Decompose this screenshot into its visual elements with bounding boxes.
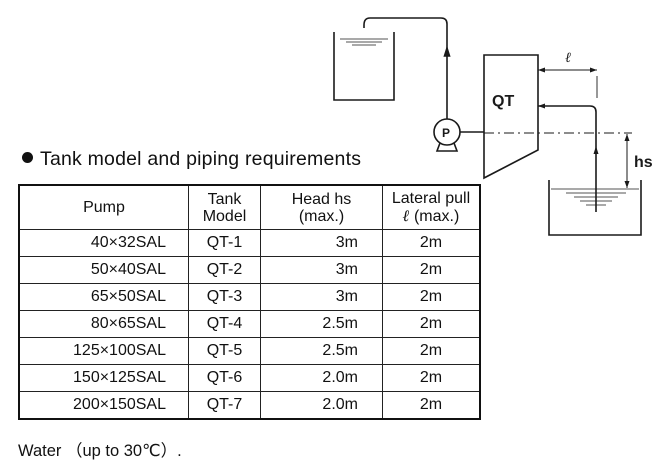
- qt-tank-body: [483, 54, 539, 180]
- cell-head: 2.5m: [260, 310, 383, 338]
- footer-note: Water （up to 30℃）.: [18, 442, 182, 460]
- cell-tank-model: QT-3: [188, 283, 261, 311]
- header-head: Head hs(max.): [260, 184, 383, 230]
- cell-head: 3m: [260, 256, 383, 284]
- cell-tank-model: QT-7: [188, 391, 261, 420]
- header-pump-text: Pump: [83, 199, 125, 216]
- cell-pump: 40×32SAL: [18, 229, 189, 257]
- cell-lateral: 2m: [382, 364, 481, 392]
- pump-label: P: [442, 126, 450, 140]
- cell-lateral: 2m: [382, 391, 481, 420]
- cell-lateral: 2m: [382, 256, 481, 284]
- header-head-line2: (max.): [298, 207, 345, 225]
- discharge-pipe: [363, 17, 448, 119]
- cell-tank-model: QT-6: [188, 364, 261, 392]
- header-lateral-symbol: ℓ: [402, 206, 410, 225]
- suction-pipe: [538, 105, 597, 212]
- cell-tank-model: QT-5: [188, 337, 261, 365]
- head-label: hs: [634, 154, 653, 171]
- cell-pump: 50×40SAL: [18, 256, 189, 284]
- discharge-tank-water-surface: [340, 38, 388, 46]
- discharge-flow-arrow: [443, 45, 451, 57]
- cell-pump: 80×65SAL: [18, 310, 189, 338]
- suction-flow-arrow: [593, 146, 599, 154]
- header-lateral-line2: (max.): [409, 208, 460, 225]
- cell-head: 3m: [260, 229, 383, 257]
- lateral-arrow-right: [590, 67, 597, 73]
- lateral-pull-label: ℓ: [565, 50, 571, 66]
- suction-inlet-arrow: [538, 103, 545, 109]
- head-arrow-bottom: [624, 181, 630, 188]
- cell-pump: 65×50SAL: [18, 283, 189, 311]
- cell-head: 2.0m: [260, 364, 383, 392]
- section-title: Tank model and piping requirements: [22, 148, 361, 171]
- header-lateral-line1: Lateral pull: [391, 190, 471, 207]
- suction-tank-water-surface: [551, 188, 639, 206]
- cell-pump: 125×100SAL: [18, 337, 189, 365]
- header-pump: Pump: [18, 184, 189, 230]
- suction-tank: [548, 180, 642, 236]
- bullet-icon: [22, 152, 33, 163]
- cell-tank-model: QT-1: [188, 229, 261, 257]
- header-head-line1: Head hs: [291, 190, 352, 208]
- cell-head: 2.0m: [260, 391, 383, 420]
- pump-base: [435, 142, 459, 152]
- cell-lateral: 2m: [382, 229, 481, 257]
- cell-lateral: 2m: [382, 337, 481, 365]
- head-arrow-top: [624, 134, 630, 141]
- cell-pump: 150×125SAL: [18, 364, 189, 392]
- cell-tank-model: QT-4: [188, 310, 261, 338]
- cell-head: 3m: [260, 283, 383, 311]
- lateral-arrow-left: [538, 67, 545, 73]
- cell-tank-model: QT-2: [188, 256, 261, 284]
- header-tank-model-line1: Tank: [207, 190, 242, 208]
- cell-lateral: 2m: [382, 310, 481, 338]
- qt-tank-label: QT: [492, 93, 514, 110]
- cell-pump: 200×150SAL: [18, 391, 189, 420]
- cell-lateral: 2m: [382, 283, 481, 311]
- cell-head: 2.5m: [260, 337, 383, 365]
- header-tank-model-line2: Model: [202, 207, 247, 225]
- discharge-tank: [333, 32, 395, 101]
- section-title-text: Tank model and piping requirements: [40, 148, 362, 170]
